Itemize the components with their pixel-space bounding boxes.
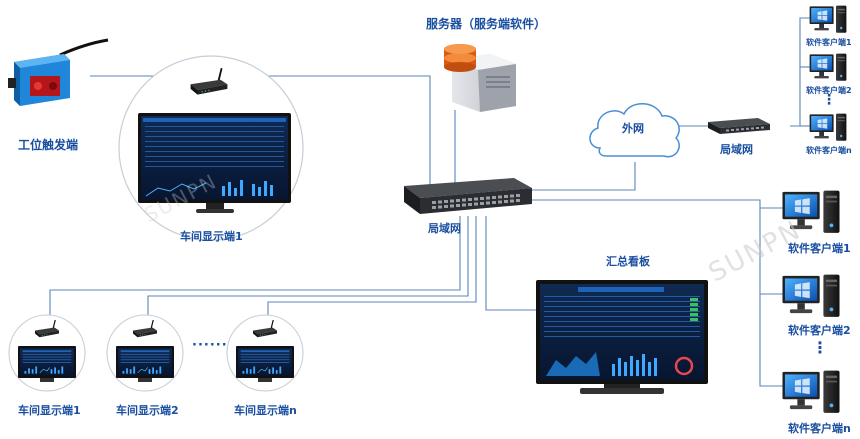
right-client2-label: 软件客户端2 bbox=[788, 324, 851, 337]
client-icon bbox=[809, 113, 847, 141]
connection-lines bbox=[49, 17, 812, 387]
ws2-label: 车间显示端2 bbox=[116, 404, 179, 417]
workshop-display-main bbox=[118, 55, 304, 241]
link-ws1 bbox=[49, 216, 461, 318]
link-top-bus bbox=[790, 17, 812, 127]
workshop-main-label: 车间显示端1 bbox=[180, 230, 243, 243]
dashboard-label: 汇总看板 bbox=[606, 255, 650, 268]
server-icon bbox=[444, 44, 516, 112]
server-label: 服务器（服务端软件） bbox=[426, 17, 547, 31]
wsn-label: 车间显示端n bbox=[234, 404, 297, 417]
trigger-label: 工位触发端 bbox=[18, 138, 79, 152]
workshop-display-2 bbox=[106, 314, 184, 392]
ws1-label: 车间显示端1 bbox=[18, 404, 81, 417]
wan-label: 外网 bbox=[622, 122, 644, 135]
link-switch-wan bbox=[530, 162, 636, 191]
top-client1-label: 软件客户端1 bbox=[806, 38, 852, 47]
top-clientn-label: 软件客户端n bbox=[806, 146, 852, 155]
link-wsn bbox=[267, 216, 477, 318]
workshop-display-1 bbox=[8, 314, 86, 392]
lan-center-label: 局域网 bbox=[428, 222, 461, 235]
client-icon bbox=[782, 370, 840, 413]
top-client2-label: 软件客户端2 bbox=[806, 86, 852, 95]
right-clientn-label: 软件客户端n bbox=[788, 422, 851, 435]
right-ellipsis: ⋮ bbox=[812, 338, 829, 357]
trigger-sensor-icon bbox=[8, 38, 109, 106]
link-right-bus bbox=[530, 199, 784, 387]
link-ws2 bbox=[147, 216, 469, 318]
client-icon bbox=[809, 5, 847, 33]
bottom-ellipsis: ······ bbox=[192, 338, 228, 353]
client-icon bbox=[782, 274, 840, 317]
lan-switch-small-icon bbox=[708, 118, 770, 134]
top-ellipsis: ⋮ bbox=[822, 92, 837, 108]
client-icon bbox=[809, 53, 847, 81]
dashboard-screen bbox=[536, 280, 708, 394]
workshop-display-n bbox=[226, 314, 304, 392]
lan-switch-icon bbox=[404, 178, 532, 214]
lan-top-label: 局域网 bbox=[720, 143, 753, 156]
cloud-icon bbox=[589, 103, 680, 158]
right-client1-label: 软件客户端1 bbox=[788, 242, 851, 255]
link-dashboard bbox=[485, 216, 540, 311]
